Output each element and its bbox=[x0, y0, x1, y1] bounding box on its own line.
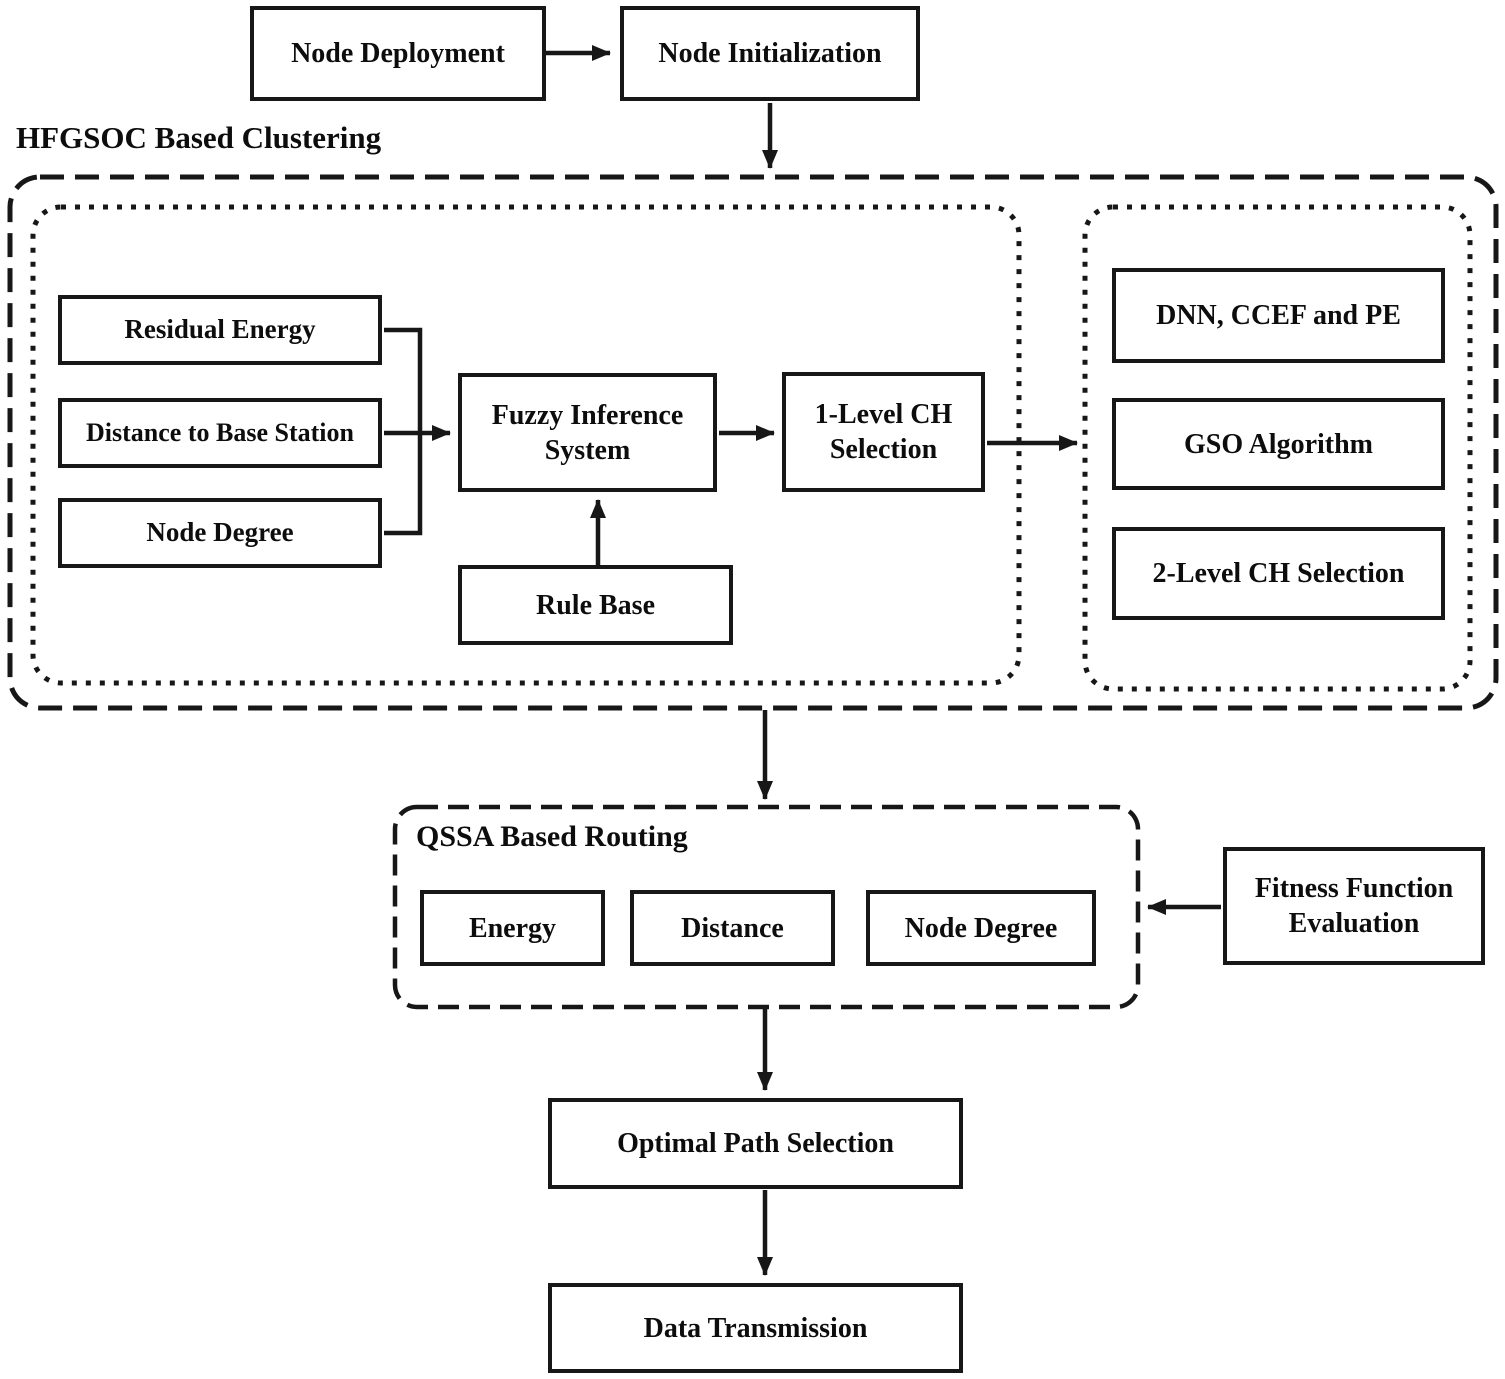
gso-algorithm-box: GSO Algorithm bbox=[1112, 398, 1445, 490]
hfgsoc-clustering-container bbox=[7, 174, 1499, 711]
fuzzy-inference-system-box: Fuzzy Inference System bbox=[458, 373, 717, 492]
fuzzy-first-level-container bbox=[30, 204, 1022, 686]
data-transmission-box: Data Transmission bbox=[548, 1283, 963, 1373]
level1-ch-selection-box: 1-Level CH Selection bbox=[782, 372, 985, 492]
hfgsoc-clustering-label: HFGSOC Based Clustering bbox=[16, 120, 382, 155]
node-initialization-box: Node Initialization bbox=[620, 6, 920, 101]
fitness-function-evaluation-box: Fitness Function Evaluation bbox=[1223, 847, 1485, 965]
energy-box: Energy bbox=[420, 890, 605, 966]
rule-base-box: Rule Base bbox=[458, 565, 733, 645]
routing-node-degree-box: Node Degree bbox=[866, 890, 1096, 966]
residual-energy-box: Residual Energy bbox=[58, 295, 382, 365]
dnn-ccef-pe-box: DNN, CCEF and PE bbox=[1112, 268, 1445, 363]
distance-to-base-station-box: Distance to Base Station bbox=[58, 398, 382, 468]
qssa-routing-label: QSSA Based Routing bbox=[416, 820, 688, 853]
node-degree-box: Node Degree bbox=[58, 498, 382, 568]
second-level-container bbox=[1082, 204, 1473, 692]
optimal-path-selection-box: Optimal Path Selection bbox=[548, 1098, 963, 1189]
level2-ch-selection-box: 2-Level CH Selection bbox=[1112, 527, 1445, 620]
distance-box: Distance bbox=[630, 890, 835, 966]
node-deployment-box: Node Deployment bbox=[250, 6, 546, 101]
